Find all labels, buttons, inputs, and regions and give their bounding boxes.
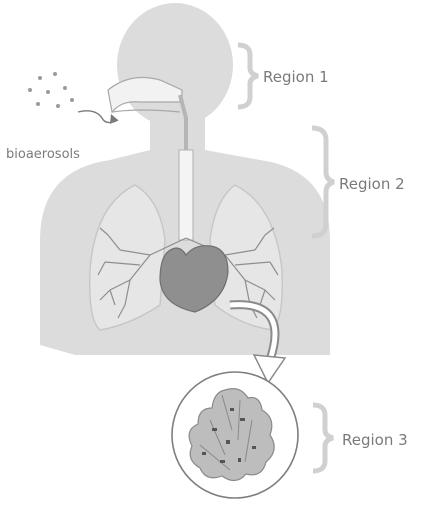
region2-label: Region 2 [339,175,405,193]
region1-label: Region 1 [263,68,329,86]
bioaerosol-particles [28,72,74,108]
trachea [179,150,193,240]
region3-brace [313,405,333,471]
bioaerosols-label: bioaerosols [6,147,80,162]
alveoli-circle [172,372,298,498]
region1-brace [238,45,258,107]
region3-label: Region 3 [342,431,408,449]
